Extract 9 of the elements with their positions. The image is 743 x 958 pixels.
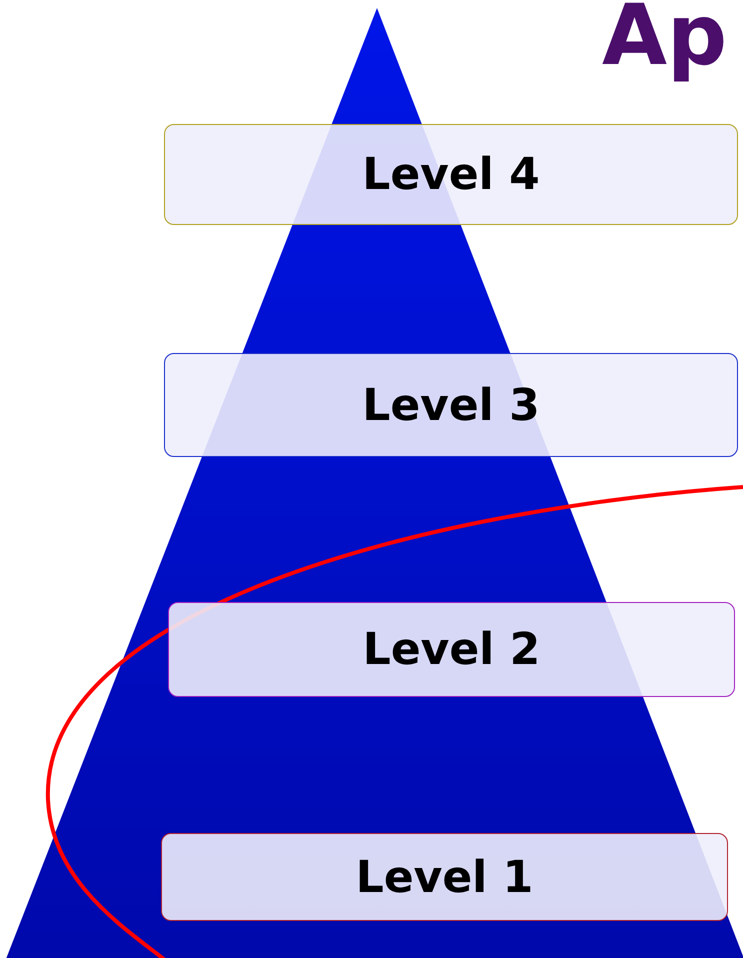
level-label: Level 3 <box>362 380 540 430</box>
level-label: Level 4 <box>362 149 540 200</box>
level-box <box>168 602 735 697</box>
level-label: Level 2 <box>362 624 540 675</box>
level-box <box>161 833 728 921</box>
title: Ap <box>602 0 728 84</box>
level-label: Level 1 <box>356 852 534 902</box>
level-box <box>164 124 738 225</box>
level-box <box>164 353 738 457</box>
